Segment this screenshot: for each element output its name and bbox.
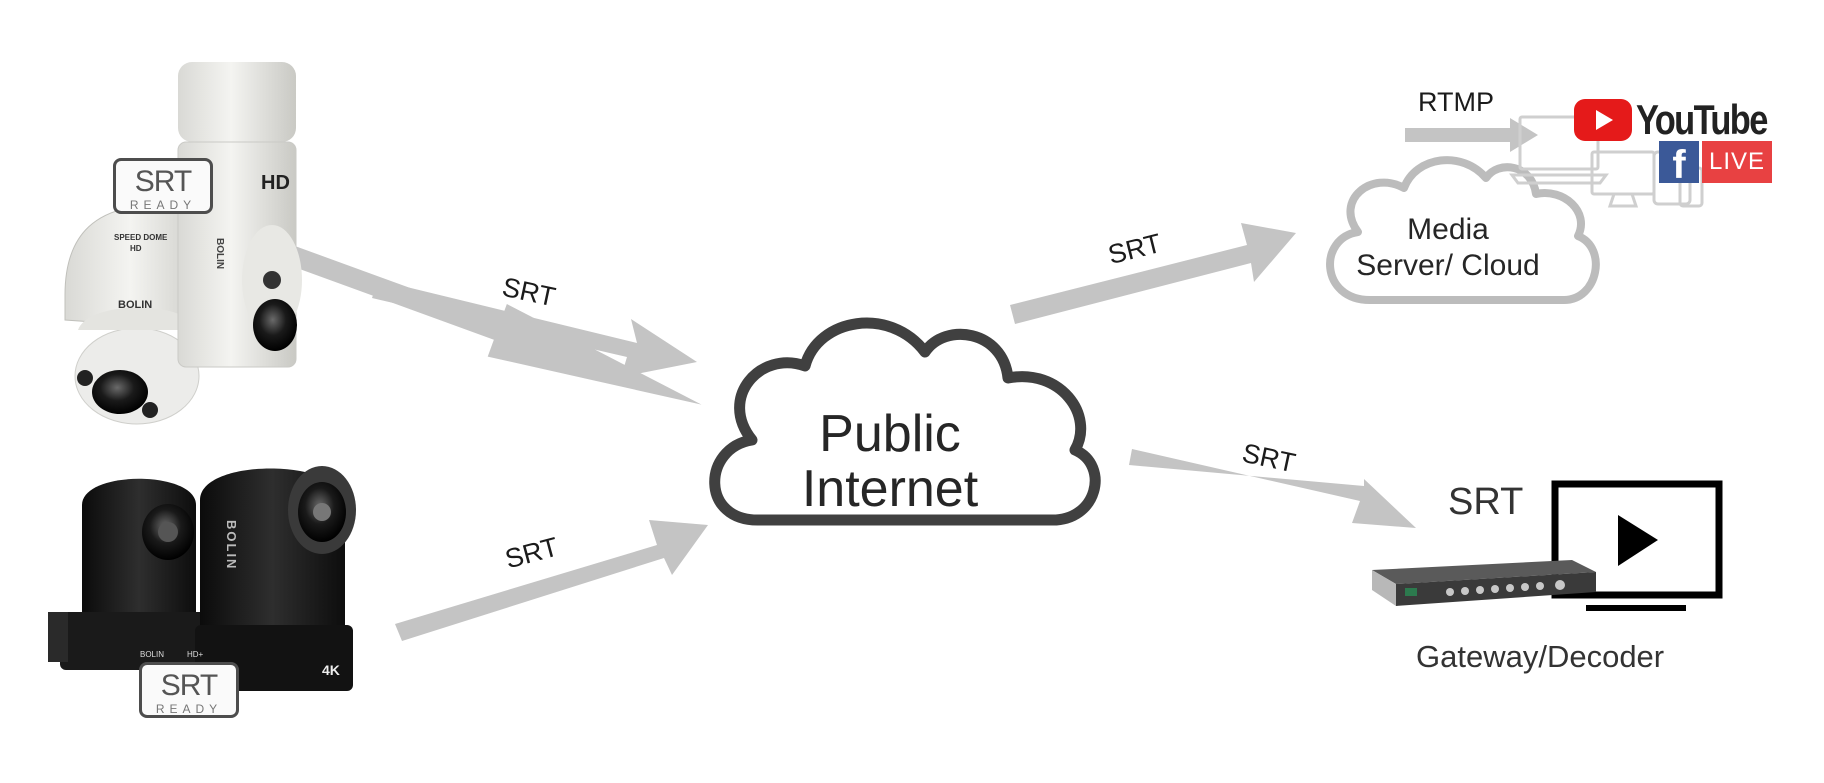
media-server-line2: Server/ Cloud — [1356, 249, 1540, 282]
speed-dome-hd-mark: HD — [130, 244, 142, 253]
public-internet-cloud-icon — [709, 317, 1101, 526]
arrow-internet-to-media-shape — [1010, 223, 1296, 324]
edge-label-rtmp: RTMP — [1418, 87, 1495, 117]
arrow-internet-to-decoder-shape — [1129, 449, 1416, 528]
hd-plus-mark: HD+ — [187, 650, 204, 659]
youtube-wordmark: YouTube — [1636, 96, 1768, 143]
srt-ready-badge-top: SRT READY — [113, 158, 213, 214]
bolin-vertical-mark-white: BOLIN — [214, 238, 225, 270]
decoder-device-icon — [1372, 560, 1596, 606]
public-internet-line1: Public — [819, 405, 961, 463]
gateway-decoder-label: Gateway/Decoder — [1416, 639, 1665, 674]
srt-ready-badge-sub: READY — [129, 198, 197, 212]
arrow-media-to-social-shape — [1405, 118, 1538, 152]
hd-mark: HD — [261, 172, 290, 194]
media-server-label: Media Server/ Cloud — [1338, 212, 1558, 284]
live-badge: LIVE — [1702, 141, 1772, 183]
srt-ready-badge-main: SRT — [134, 165, 192, 198]
srt-ready-badge-bottom: SRT READY — [139, 662, 239, 718]
facebook-logo: f — [1659, 141, 1699, 183]
public-internet-line2: Internet — [801, 459, 979, 518]
white-ptz-camera-group — [64, 62, 302, 425]
arrow-camera2-to-internet-shape — [395, 520, 708, 641]
arrow-camera1-to-internet-shape — [372, 280, 697, 377]
bolin-brand-mark: BOLIN — [118, 299, 153, 311]
bolin-vertical-mark-black: BOLIN — [224, 520, 239, 571]
monitor-play-icon — [1551, 480, 1723, 611]
black-ptz-camera-group — [48, 466, 356, 691]
public-internet-label: Public Internet — [775, 407, 1005, 516]
bolin-small-mark: BOLIN — [140, 650, 165, 659]
srt-ready-badge-sub: READY — [155, 702, 223, 716]
speed-dome-mark: SPEED DOME — [114, 233, 168, 242]
uhd-4k-mark: 4K — [322, 662, 340, 678]
media-server-cloud-icon — [1326, 156, 1600, 304]
youtube-play-icon — [1574, 99, 1632, 141]
srt-ready-badge-main: SRT — [160, 669, 218, 702]
decoder-protocol-label: SRT — [1448, 481, 1524, 523]
youtube-logo: YouTube — [1574, 96, 1795, 144]
media-server-line1: Media — [1407, 213, 1489, 246]
